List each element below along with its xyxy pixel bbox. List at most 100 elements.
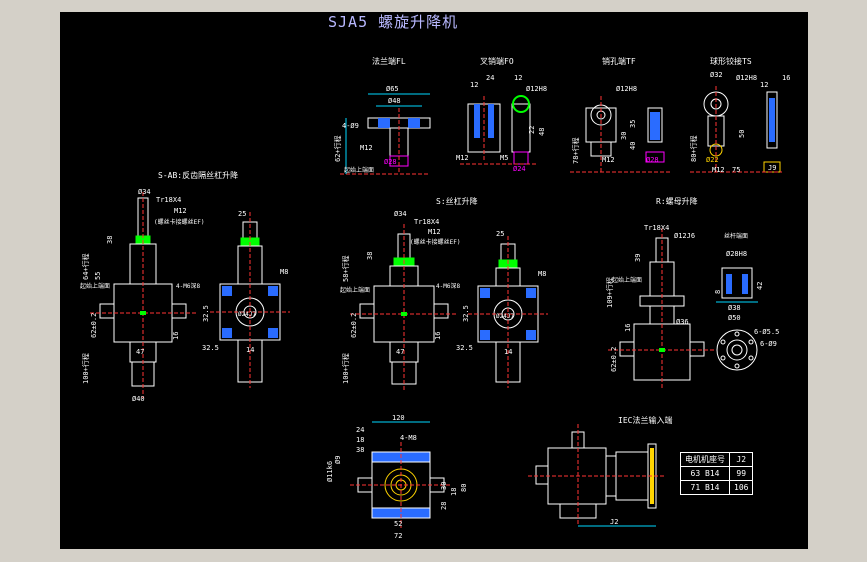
sab-dim-24j7: Ø24J7 bbox=[238, 311, 256, 318]
r-dim-39: 39 bbox=[634, 254, 642, 262]
s-start: 起始上端面 bbox=[340, 286, 370, 294]
view-s-front bbox=[350, 224, 458, 392]
ts-dim-m12: M12 bbox=[712, 166, 725, 174]
sab-dim-62: 62±0.2 bbox=[90, 313, 98, 338]
baseline-label: 起始上端面 bbox=[344, 166, 374, 174]
r-dim-8: 8 bbox=[714, 290, 722, 294]
sab-dim-32-5b: 32.5 bbox=[202, 344, 219, 352]
r-dim-6-9: 6-Ø9 bbox=[760, 340, 777, 348]
view-fl bbox=[340, 93, 431, 175]
s-dim-100: 100+行程 bbox=[341, 353, 350, 384]
view-r-front bbox=[608, 228, 716, 390]
motor-header-j2: J2 bbox=[728, 452, 754, 467]
fo-dim-12h8: Ø12H8 bbox=[526, 85, 547, 93]
sab-dim-16: 16 bbox=[172, 332, 180, 340]
bot-dim-30: 30 bbox=[440, 482, 448, 490]
sab-dim-100: 100+行程 bbox=[81, 353, 90, 384]
motor-row: 63 B14 99 bbox=[680, 466, 754, 481]
view-tf bbox=[570, 96, 670, 173]
r-dim-62: 62±0.2 bbox=[610, 347, 618, 372]
bot-dim-80: 80 bbox=[460, 484, 468, 492]
s-dim-4m6: 4-M6深8 bbox=[436, 282, 460, 290]
sab-dim-m8: M8 bbox=[280, 268, 288, 276]
bot-dim-24: 24 bbox=[356, 426, 364, 434]
motor-header-frame: 电机机座号 bbox=[680, 452, 730, 467]
s-dim-25: 25 bbox=[496, 230, 504, 238]
sab-dim-4m6: 4-M6深8 bbox=[176, 282, 200, 290]
s-dim-ef: (螺丝卡接螺丝EF) bbox=[410, 238, 460, 246]
fl-dim-48: Ø48 bbox=[388, 97, 401, 105]
sab-dim-14: 14 bbox=[246, 346, 254, 354]
label-fl: 法兰端FL bbox=[372, 57, 406, 66]
tf-dim-28: Ø28 bbox=[646, 156, 659, 164]
s-dim-38: 38 bbox=[366, 252, 374, 260]
sab-dim-tr: Tr18X4 bbox=[156, 196, 181, 204]
fl-dim-m12: M12 bbox=[360, 144, 373, 152]
bot-dim-18b: 18 bbox=[450, 488, 458, 496]
sab-dim-m12: M12 bbox=[174, 207, 187, 215]
s-dim-34: Ø34 bbox=[394, 210, 407, 218]
sab-dim-38: 38 bbox=[106, 236, 114, 244]
label-iec: IEC法兰输入端 bbox=[618, 416, 673, 425]
fo-dim-m12: M12 bbox=[456, 154, 469, 162]
ts-dim-80: 80+行程 bbox=[689, 135, 698, 162]
label-ts: 球形铰接TS bbox=[710, 57, 752, 66]
s-dim-24j7: Ø24J7 bbox=[496, 313, 514, 320]
s-dim-16: 16 bbox=[434, 332, 442, 340]
sab-dim-25: 25 bbox=[238, 210, 246, 218]
fo-dim-12a: 12 bbox=[470, 81, 478, 89]
s-dim-tr: Tr18X4 bbox=[414, 218, 439, 226]
ts-dim-16: 16 bbox=[782, 74, 790, 82]
ts-dim-12: 12 bbox=[760, 81, 768, 89]
sab-dim-32-5a: 32.5 bbox=[202, 305, 210, 322]
fl-dim-65: Ø65 bbox=[386, 85, 399, 93]
s-dim-m8: M8 bbox=[538, 270, 546, 278]
bot-dim-4m8: 4-M8 bbox=[400, 434, 417, 442]
view-ts bbox=[690, 86, 782, 173]
tf-dim-78: 78+行程 bbox=[571, 137, 580, 164]
s-dim-14: 14 bbox=[504, 348, 512, 356]
motor-table: 电机机座号 J2 63 B14 99 71 B14 106 bbox=[680, 452, 754, 495]
sab-dim-ef: (螺丝卡接螺丝EF) bbox=[154, 218, 204, 226]
view-s-side bbox=[468, 236, 548, 388]
fl-dim-4-9: 4-Ø9 bbox=[342, 122, 359, 130]
s-dim-m12: M12 bbox=[428, 228, 441, 236]
drawing-canvas: SJA5 螺旋升降机 法兰端FL 叉销端FO 销孔端TF 球形铰接TS S-AB… bbox=[60, 12, 808, 549]
bot-dim-11k6: Ø11k6 bbox=[326, 461, 334, 482]
drawing-title: SJA5 螺旋升降机 bbox=[328, 13, 459, 31]
motor-table-header: 电机机座号 J2 bbox=[680, 452, 754, 467]
r-dim-42: 42 bbox=[756, 282, 764, 290]
iec-dim-j2: J2 bbox=[610, 518, 618, 526]
r-note: 丝杆端面 bbox=[724, 232, 748, 240]
ts-dim-75: 75 bbox=[732, 166, 740, 174]
fo-dim-48: 48 bbox=[538, 128, 546, 136]
label-fo: 叉销端FO bbox=[480, 57, 514, 66]
ts-dim-32: Ø32 bbox=[710, 71, 723, 79]
fo-dim-24: 24 bbox=[486, 74, 494, 82]
bot-dim-38: 38 bbox=[356, 446, 364, 454]
r-dim-6-5-5: 6-Ø5.5 bbox=[754, 328, 779, 336]
sab-dim-64: 64+行程 bbox=[81, 253, 90, 280]
view-iec bbox=[528, 424, 664, 527]
view-fo bbox=[460, 95, 536, 165]
label-sab: S-AB:反齿隔丝杠升降 bbox=[158, 171, 239, 180]
bot-dim-28: 28 bbox=[440, 502, 448, 510]
r-dim-36: Ø36 bbox=[676, 318, 689, 326]
view-bottom-front bbox=[350, 421, 452, 528]
motor-cell: 71 B14 bbox=[680, 480, 730, 495]
tf-dim-35: 35 bbox=[629, 120, 637, 128]
view-sab-front bbox=[90, 192, 196, 398]
bot-dim-120: 120 bbox=[392, 414, 405, 422]
fo-dim-12b: 12 bbox=[514, 74, 522, 82]
ts-dim-j9: J9 bbox=[768, 164, 776, 172]
sab-start: 起始上端面 bbox=[80, 282, 110, 290]
sab-dim-34: Ø34 bbox=[138, 188, 151, 196]
motor-cell: 99 bbox=[728, 466, 754, 481]
r-dim-50: Ø50 bbox=[728, 314, 741, 322]
bot-dim-72: 72 bbox=[394, 532, 402, 540]
tf-dim-30: 30 bbox=[620, 132, 628, 140]
r-dim-12j6: Ø12J6 bbox=[674, 232, 695, 240]
label-s: S:丝杠升降 bbox=[436, 197, 478, 206]
fl-dim-28: Ø28 bbox=[384, 158, 397, 166]
ts-dim-50: 50 bbox=[738, 130, 746, 138]
